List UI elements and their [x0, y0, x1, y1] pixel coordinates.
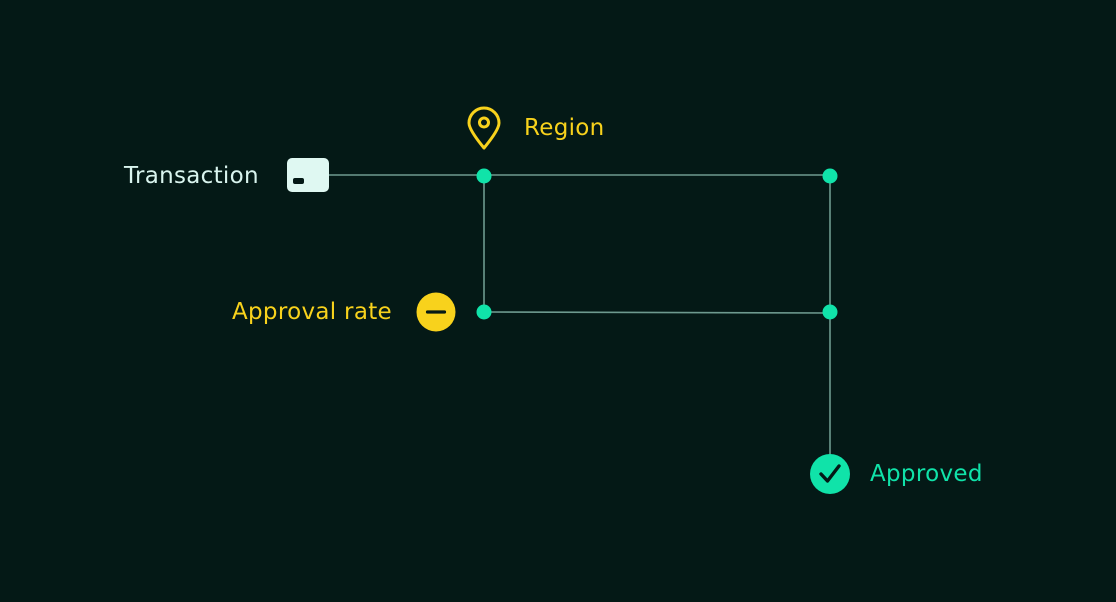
label-region: Region	[524, 115, 605, 141]
node-top-right[interactable]	[822, 168, 838, 184]
label-approved: Approved	[870, 461, 983, 487]
credit-card-icon	[287, 158, 329, 192]
node-bottom-right[interactable]	[822, 304, 838, 320]
edges	[328, 174, 831, 455]
minus-circle-icon	[416, 292, 456, 332]
label-transaction: Transaction	[124, 163, 259, 189]
location-pin-icon	[467, 106, 501, 150]
node-approval-rate[interactable]	[476, 304, 492, 320]
edge-bottom	[483, 311, 831, 314]
node-region[interactable]	[476, 168, 492, 184]
label-approval-rate: Approval rate	[232, 299, 392, 325]
check-circle-icon	[810, 454, 850, 494]
nodes	[476, 168, 838, 320]
